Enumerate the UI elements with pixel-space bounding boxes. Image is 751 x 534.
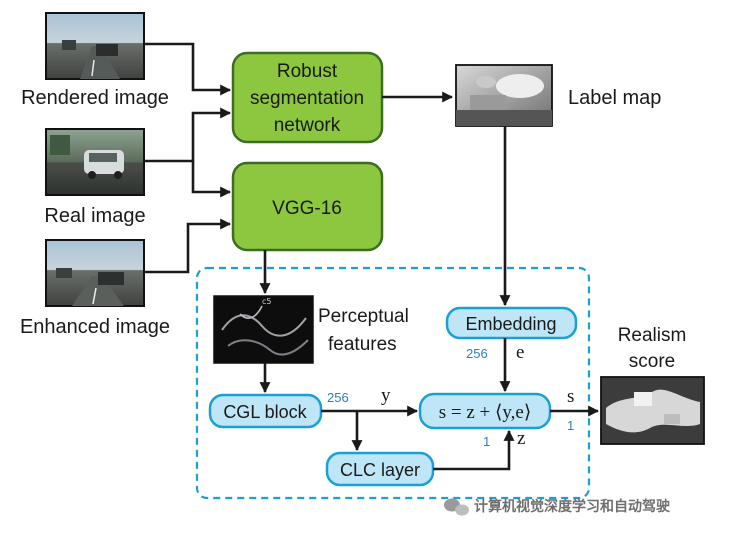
z-variable-label: z [517, 428, 525, 449]
segmentation-network-label-1: Robust [277, 61, 338, 82]
vgg16-box [231, 161, 384, 252]
embedding-label: Embedding [465, 314, 556, 334]
perceptual-features-label-1: Perceptual [318, 306, 409, 327]
real-image-label: Real image [44, 205, 145, 227]
watermark-text: 计算机视觉深度学习和自动驾驶 [474, 498, 670, 515]
wechat-icon [444, 498, 469, 516]
perceptual-features-thumbnail: c5 [213, 295, 314, 364]
discriminator-region [195, 266, 591, 500]
perceptual-features-label-2: features [328, 334, 397, 355]
clc-to-formula-arrow [433, 429, 515, 471]
score-formula-label: s = z + ⟨y,e⟩ [439, 402, 532, 423]
realism-score-label-2: score [629, 351, 675, 372]
label-map-thumbnail [455, 64, 553, 127]
enhanced-image-label: Enhanced image [20, 316, 170, 338]
vgg16-label: VGG-16 [272, 198, 342, 219]
label-map-label: Label map [568, 87, 661, 109]
z-dimension-label: 1 [483, 434, 490, 449]
y-variable-label: y [381, 385, 391, 406]
realism-score-thumbnail [600, 376, 705, 445]
e-variable-label: e [516, 342, 524, 363]
enhanced-image-thumbnail [45, 239, 145, 307]
svg-text:c5: c5 [262, 297, 272, 306]
s-dimension-label: 1 [567, 418, 574, 433]
y-dimension-label: 256 [327, 390, 349, 405]
rendered-image-thumbnail [45, 12, 145, 80]
rendered-to-segmentation-arrow [144, 42, 232, 96]
real-to-vgg-arrow [191, 161, 232, 198]
rendered-image-label: Rendered image [21, 87, 169, 109]
cgl-block-label: CGL block [223, 402, 307, 422]
enhanced-to-vgg-arrow [144, 218, 232, 274]
clc-layer-label: CLC layer [340, 460, 420, 480]
s-variable-label: s [567, 386, 574, 407]
e-dimension-label: 256 [466, 346, 488, 361]
segmentation-network-label-2: segmentation [250, 88, 364, 109]
real-to-segmentation-arrow [144, 107, 232, 163]
embedding-box [445, 306, 578, 340]
segmentation-network-label-3: network [274, 115, 341, 136]
real-image-thumbnail [45, 128, 145, 196]
realism-score-label-1: Realism [618, 325, 687, 346]
